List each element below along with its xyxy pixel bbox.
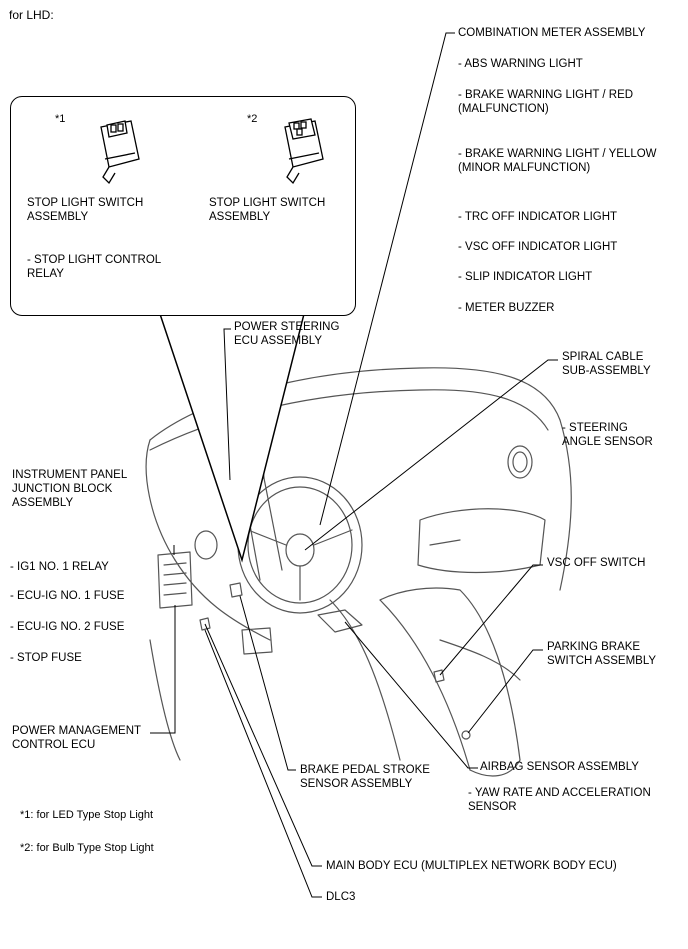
footnote-1: *1: for LED Type Stop Light bbox=[20, 809, 154, 821]
brake-warning-red-label: - BRAKE WARNING LIGHT / RED (MALFUNCTION… bbox=[458, 89, 634, 115]
header-title: for LHD: bbox=[9, 8, 54, 22]
slip-indicator-label: - SLIP INDICATOR LIGHT bbox=[458, 271, 593, 283]
spiral-cable-label: SPIRAL CABLE SUB-ASSEMBLY bbox=[562, 351, 651, 377]
brake-warning-yellow-label: - BRAKE WARNING LIGHT / YELLOW (MINOR MA… bbox=[458, 148, 657, 174]
meter-buzzer-label: - METER BUZZER bbox=[458, 302, 555, 314]
steering-angle-sensor-label: - STEERING ANGLE SENSOR bbox=[562, 422, 653, 448]
power-management-ecu-label: POWER MANAGEMENT CONTROL ECU bbox=[12, 725, 142, 751]
stop-light-switch-inset: *1 *2 STOP LIGHT SWITCH ASSEMBLY STOP LI… bbox=[10, 96, 356, 316]
vsc-off-indicator-label: - VSC OFF INDICATOR LIGHT bbox=[458, 241, 618, 253]
stop-light-switch-bulb-icon bbox=[284, 118, 324, 185]
stop-fuse-label: - STOP FUSE bbox=[10, 652, 82, 664]
yaw-rate-sensor-label: - YAW RATE AND ACCELERATION SENSOR bbox=[468, 787, 651, 813]
ecu-ig1-fuse-label: - ECU-IG NO. 1 FUSE bbox=[10, 590, 125, 602]
stop-light-switch-label-1: STOP LIGHT SWITCH ASSEMBLY bbox=[27, 197, 144, 223]
instrument-panel-jb-label: INSTRUMENT PANEL JUNCTION BLOCK ASSEMBLY bbox=[12, 469, 128, 509]
stop-light-control-relay-label: - STOP LIGHT CONTROL RELAY bbox=[27, 254, 162, 280]
footnote-2: *2: for Bulb Type Stop Light bbox=[20, 842, 154, 854]
vsc-off-switch-label: VSC OFF SWITCH bbox=[547, 557, 646, 569]
ig1-relay-label: - IG1 NO. 1 RELAY bbox=[10, 561, 109, 573]
power-steering-ecu-label: POWER STEERING ECU ASSEMBLY bbox=[234, 321, 340, 347]
trc-off-indicator-label: - TRC OFF INDICATOR LIGHT bbox=[458, 211, 618, 223]
parking-brake-switch-label: PARKING BRAKE SWITCH ASSEMBLY bbox=[547, 641, 657, 667]
combination-meter-label: COMBINATION METER ASSEMBLY bbox=[458, 27, 646, 39]
dlc3-label: DLC3 bbox=[326, 891, 356, 903]
inset-marker-2: *2 bbox=[247, 113, 258, 125]
airbag-sensor-label: AIRBAG SENSOR ASSEMBLY bbox=[480, 761, 639, 773]
inset-marker-1: *1 bbox=[55, 113, 66, 125]
stop-light-switch-led-icon bbox=[100, 120, 140, 185]
ecu-ig2-fuse-label: - ECU-IG NO. 2 FUSE bbox=[10, 621, 125, 633]
brake-pedal-stroke-sensor-label: BRAKE PEDAL STROKE SENSOR ASSEMBLY bbox=[300, 764, 430, 790]
main-body-ecu-label: MAIN BODY ECU (MULTIPLEX NETWORK BODY EC… bbox=[326, 860, 617, 872]
stop-light-switch-label-2: STOP LIGHT SWITCH ASSEMBLY bbox=[209, 197, 326, 223]
abs-warning-light-label: - ABS WARNING LIGHT bbox=[458, 58, 583, 70]
